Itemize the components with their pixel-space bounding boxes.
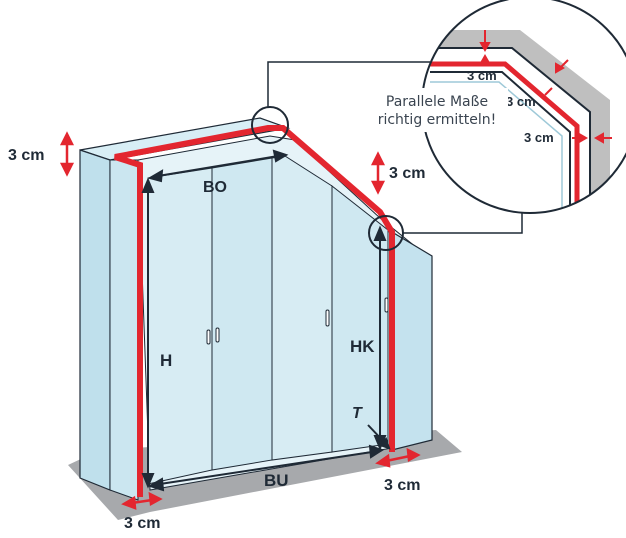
gap-label-bottom-right: 3 cm <box>384 477 420 494</box>
zoom-note: Parallele Maße richtig ermitteln! <box>368 88 508 132</box>
gap-label-bottom-left: 3 cm <box>124 515 160 532</box>
note-line-2: richtig ermitteln! <box>378 112 497 128</box>
label-hk: HK <box>350 337 375 356</box>
right-side-wall <box>391 230 433 451</box>
gap-label-top-left: 3 cm <box>8 147 44 164</box>
door-handle <box>384 297 389 313</box>
zoom-connector-top <box>267 61 430 107</box>
label-bu: BU <box>264 471 289 490</box>
label-t: T <box>352 405 363 422</box>
label-bo: BO <box>203 179 227 196</box>
left-wall-face <box>79 149 111 491</box>
dimension-lines <box>141 149 391 492</box>
door-panel-2 <box>211 157 273 471</box>
left-wall-inner <box>109 159 139 501</box>
door-handle <box>206 329 211 345</box>
red-offset-contour <box>114 125 395 497</box>
note-line-1: Parallele Maße <box>386 94 488 110</box>
door-handle <box>325 309 330 327</box>
label-h: H <box>160 351 172 370</box>
gap-label-slope: 3 cm <box>389 165 425 182</box>
gap-arrows <box>59 131 421 510</box>
zoom-gap-label-1: 3 cm <box>467 68 497 83</box>
door-panel-1 <box>147 167 213 485</box>
door-panel-3 <box>271 155 333 461</box>
zoom-gap-label-3: 3 cm <box>524 130 554 145</box>
zoom-gap-label-2: 3 cm <box>506 94 536 109</box>
zoom-marker-top <box>251 106 289 144</box>
zoom-detail: 3 cm 3 cm 3 cm <box>421 0 626 214</box>
door-handle <box>215 327 220 343</box>
zoom-connector-bottom <box>403 210 523 234</box>
